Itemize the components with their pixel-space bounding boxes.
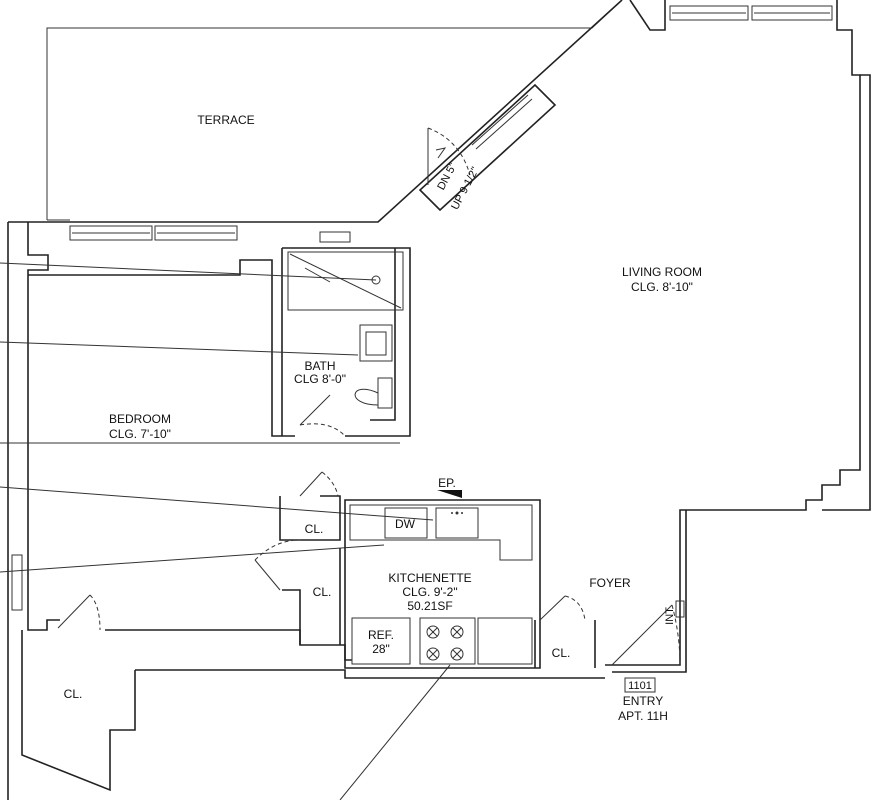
closet-middle-label: CL. bbox=[313, 585, 332, 599]
intercom-label: INT bbox=[664, 607, 676, 625]
dishwasher bbox=[384, 507, 428, 539]
electric-panel-label: EP. bbox=[438, 476, 456, 490]
closet-upper-door[interactable] bbox=[299, 471, 323, 497]
stove bbox=[419, 617, 476, 665]
unit-number-box bbox=[624, 677, 656, 693]
foyer bbox=[534, 595, 685, 668]
refrigerator bbox=[351, 617, 411, 665]
closet-foyer-label: CL. bbox=[552, 646, 571, 660]
entry-door[interactable] bbox=[611, 604, 673, 666]
closet-lower-door[interactable] bbox=[57, 594, 91, 629]
bedroom-label: BEDROOM bbox=[109, 412, 171, 426]
bath-door[interactable] bbox=[299, 394, 331, 426]
bedroom-ceiling: CLG. 7'-10" bbox=[109, 427, 171, 441]
terrace-label: TERRACE bbox=[197, 113, 254, 127]
bath-ceiling: CLG 8'-0" bbox=[294, 372, 346, 386]
kitchenette-area: 50.21SF bbox=[407, 599, 452, 613]
living-room-label: LIVING ROOM bbox=[622, 265, 702, 279]
windows bbox=[11, 5, 833, 611]
closet-lower-label: CL. bbox=[64, 687, 83, 701]
toilet bbox=[354, 377, 393, 409]
bedroom-walls bbox=[28, 248, 295, 437]
leader-lines bbox=[0, 262, 451, 800]
stair-arrow-icon bbox=[435, 147, 447, 159]
apartment-label: APT. 11H bbox=[618, 709, 668, 723]
refrigerator-size: 28" bbox=[372, 642, 390, 656]
kitchenette bbox=[344, 490, 541, 669]
foyer-label: FOYER bbox=[589, 576, 631, 590]
entry-label: ENTRY bbox=[623, 694, 663, 708]
dishwasher-label: DW bbox=[395, 517, 416, 531]
shower-stall bbox=[287, 251, 404, 311]
living-room-ceiling: CLG. 8'-10" bbox=[631, 280, 693, 294]
kitchenette-ceiling: CLG. 9'-2" bbox=[402, 585, 457, 599]
kitchen-sink bbox=[435, 507, 479, 539]
bathroom bbox=[282, 247, 411, 437]
bath-label: BATH bbox=[304, 359, 335, 373]
burner-icon bbox=[426, 625, 464, 661]
closet-middle-door[interactable] bbox=[254, 559, 281, 591]
refrigerator-label: REF. bbox=[368, 628, 394, 642]
bathroom-sink bbox=[359, 324, 393, 362]
closets bbox=[57, 471, 341, 645]
foyer-closet-door[interactable] bbox=[539, 595, 566, 621]
unit-number: 1101 bbox=[628, 680, 652, 692]
terrace-outline bbox=[46, 0, 623, 221]
electric-panel-icon bbox=[437, 490, 462, 498]
closet-upper-label: CL. bbox=[305, 522, 324, 536]
exterior-walls bbox=[7, 0, 871, 800]
terrace-door[interactable] bbox=[418, 83, 557, 212]
kitchenette-label: KITCHENETTE bbox=[388, 571, 471, 585]
stair-label: DN 5" UP 9 1/2" bbox=[435, 147, 482, 212]
intercom-icon bbox=[675, 600, 685, 618]
